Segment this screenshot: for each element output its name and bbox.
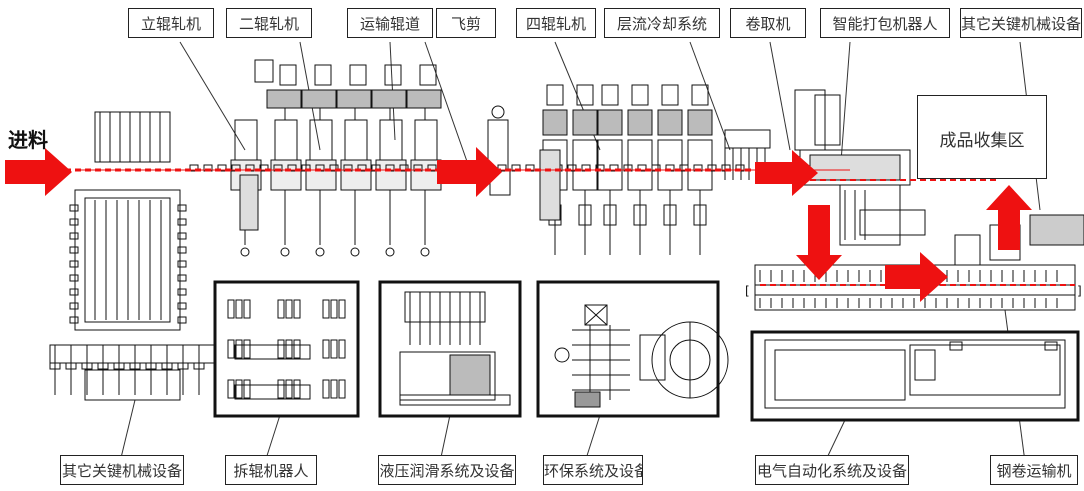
collection-area: 成品收集区 <box>917 95 1047 179</box>
arrow-coiler <box>755 150 818 196</box>
label-roll-change-robot: 拆辊机器人 <box>225 455 317 485</box>
environmental-box <box>536 280 729 418</box>
label-other-equipment-top: 其它关键机械设备 <box>960 8 1082 38</box>
collection-area-label: 成品收集区 <box>939 131 1025 151</box>
label-environmental: 环保系统及设备 <box>543 455 643 485</box>
label-hydraulic-lubrication: 液压润滑系统及设备 <box>378 455 516 485</box>
label-conveyor-roller: 运输辊道 <box>347 8 433 38</box>
other-equipment-left-drawing <box>49 111 216 401</box>
svg-text:[: [ <box>745 284 750 298</box>
label-other-equipment-bottom: 其它关键机械设备 <box>60 455 184 485</box>
arrow-down <box>796 205 842 280</box>
flow-arrows <box>5 147 1032 302</box>
mill-stands-group <box>189 59 745 257</box>
label-electrical-automation: 电气自动化系统及设备 <box>755 455 909 485</box>
label-flying-shear: 飞剪 <box>436 8 496 38</box>
label-coiler: 卷取机 <box>730 8 806 38</box>
label-roll-mill-2: 二辊轧机 <box>226 8 312 38</box>
label-laminar-cooling: 层流冷却系统 <box>604 8 720 38</box>
left-cluster-verticals <box>94 200 162 320</box>
svg-text:]: ] <box>1077 284 1082 298</box>
coiler-drawing <box>794 89 1021 266</box>
coil-conveyor-drawing: [ ] <box>745 214 1084 311</box>
entry-label: 进料 <box>8 128 48 152</box>
label-coil-conveyor: 钢卷运输机 <box>990 455 1078 485</box>
electrical-automation-box <box>750 330 1080 422</box>
hydraulic-box <box>378 280 522 418</box>
arrow-up <box>986 185 1032 250</box>
arrow-flying-shear <box>437 147 502 197</box>
label-roll-mill-4: 四辊轧机 <box>516 8 596 38</box>
label-packing-robot: 智能打包机器人 <box>820 8 950 38</box>
left-cluster-rows <box>49 112 205 395</box>
arrow-conveyor <box>885 252 948 302</box>
roll-mill-4-group <box>539 84 771 255</box>
arrow-entry <box>5 148 72 196</box>
roll-change-robot-box <box>213 280 360 418</box>
label-vertical-mill: 立辊轧机 <box>128 8 214 38</box>
